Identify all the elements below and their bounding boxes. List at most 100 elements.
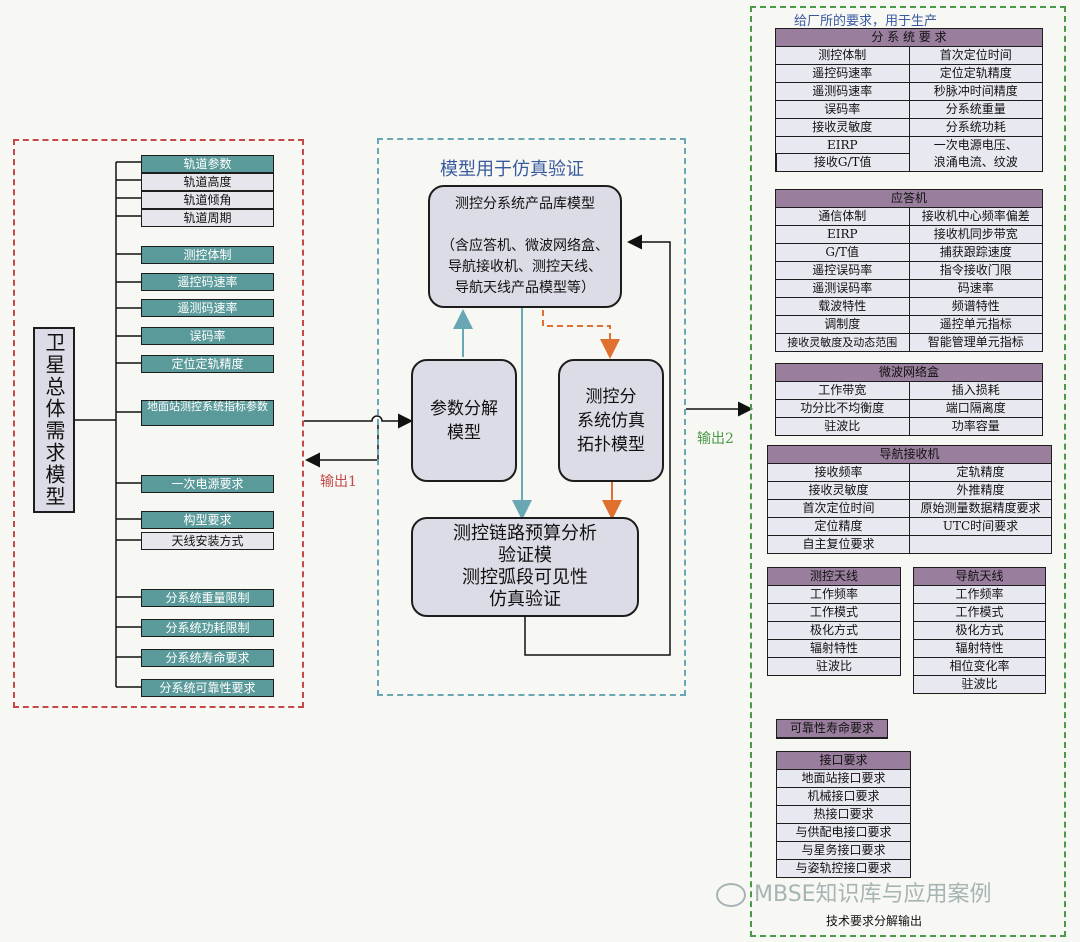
table-cell: 调制度 — [824, 317, 861, 331]
table-row: 遥测码速率秒脉冲时间精度 — [776, 83, 1042, 101]
table-row: 机械接口要求 — [777, 788, 910, 806]
tt-antenna-header: 测控天线 — [768, 568, 900, 586]
table-cell: 首次定位时间 — [802, 501, 875, 515]
table-row: 辐射特性 — [768, 640, 900, 658]
table-cell: 辐射特性 — [809, 641, 858, 655]
table-cell: 频谱特性 — [908, 298, 1043, 315]
requirement-item: 分系统可靠性要求 — [141, 679, 274, 697]
interface-table: 接口要求 地面站接口要求机械接口要求热接口要求与供配电接口要求与星务接口要求与姿… — [776, 751, 911, 878]
table-cell: 极化方式 — [809, 623, 858, 637]
wechat-icon — [716, 883, 746, 907]
table-row: 极化方式 — [768, 622, 900, 640]
table-cell: 驻波比 — [815, 659, 852, 673]
table-cell: 驻波比 — [961, 677, 998, 691]
requirement-item: 轨道倾角 — [141, 191, 274, 209]
table-cell: 接收频率 — [814, 465, 863, 479]
table-cell: 插入损耗 — [908, 382, 1043, 399]
requirement-item: 遥控码速率 — [141, 273, 274, 291]
table-cell: G/T值 — [825, 245, 860, 259]
table-row: 通信体制 接收机中心频率偏差 — [776, 208, 1042, 226]
table-cell: 遥测码速率 — [812, 84, 873, 98]
table-cell: 接收机同步带宽 — [908, 226, 1043, 243]
table-cell: 接收G/T值 — [776, 154, 909, 171]
link-budget-model: 测控链路预算分析 验证模 测控弧段可见性 仿真验证 — [411, 517, 639, 617]
table-cell: 接收灵敏度及动态范围 — [787, 336, 898, 349]
table-cell: 热接口要求 — [813, 807, 874, 821]
output2-label: 输出2 — [697, 431, 734, 447]
requirement-item: 分系统重量限制 — [141, 589, 274, 607]
table-cell: 定位精度 — [814, 519, 863, 533]
table-row: 与姿轨控接口要求 — [777, 860, 910, 877]
production-frame — [750, 6, 1066, 937]
microwave-table: 微波网络盒 工作带宽 插入损耗功分比不均衡度 端口隔离度驻波比功率容量 — [775, 363, 1043, 436]
table-row: 驻波比 — [914, 676, 1045, 693]
table-cell: EIRP — [776, 137, 909, 154]
parameter-decomposition-model: 参数分解 模型 — [411, 359, 517, 482]
table-row: 与供配电接口要求 — [777, 824, 910, 842]
output1-label: 输出1 — [320, 474, 357, 490]
table-cell: 首次定位时间 — [908, 47, 1043, 64]
table-cell: 接收机中心频率偏差 — [908, 208, 1043, 225]
table-cell: 驻波比 — [824, 419, 861, 433]
table-cell: 与姿轨控接口要求 — [795, 861, 892, 875]
table-cell: 外推精度 — [909, 482, 1051, 499]
interface-header: 接口要求 — [777, 752, 910, 770]
requirement-item: 轨道周期 — [141, 209, 274, 227]
table-cell: 误码率 — [824, 102, 861, 116]
watermark-text: MBSE知识库与应用案例 — [754, 882, 992, 907]
table-row: 工作带宽 插入损耗 — [776, 382, 1042, 400]
table-cell: 辐射特性 — [955, 641, 1004, 655]
table-cell: 自主复位要求 — [802, 537, 875, 551]
table-row: 载波特性频谱特性 — [776, 298, 1042, 316]
table-cell: 工作频率 — [809, 587, 858, 601]
nav-antenna-table: 导航天线 工作频率工作模式极化方式辐射特性相位变化率驻波比 — [913, 567, 1046, 694]
table-row: 辐射特性 — [914, 640, 1045, 658]
requirement-item: 测控体制 — [141, 246, 274, 264]
table-cell: 与星务接口要求 — [801, 843, 886, 857]
table-cell: 与供配电接口要求 — [795, 825, 892, 839]
table-row: 地面站接口要求 — [777, 770, 910, 788]
table-cell: 测控体制 — [818, 48, 867, 62]
production-title: 给厂所的要求，用于生产 — [794, 14, 938, 29]
table-row: 调制度 遥控单元指标 — [776, 316, 1042, 334]
table-row: 接收频率 定轨精度 — [768, 464, 1051, 482]
requirement-item: 轨道高度 — [141, 173, 274, 191]
table-row: 工作频率 — [914, 586, 1045, 604]
requirement-item: 定位定轨精度 — [141, 355, 274, 373]
table-cell: 通信体制 — [818, 209, 867, 223]
requirements-frame — [13, 139, 304, 708]
subsystem-table: 分 系 统 要 求 测控体制 首次定位时间遥控码速率定位定轨精度遥测码速率秒脉冲时… — [775, 28, 1043, 172]
table-row: 极化方式 — [914, 622, 1045, 640]
table-row: 与星务接口要求 — [777, 842, 910, 860]
table-row: 自主复位要求 — [768, 536, 1051, 553]
table-cell: 相位变化率 — [949, 659, 1010, 673]
table-row: G/T值捕获跟踪速度 — [776, 244, 1042, 262]
table-row: 驻波比功率容量 — [776, 418, 1042, 435]
table-cell: 智能管理单元指标 — [908, 334, 1043, 351]
table-cell: 工作带宽 — [818, 383, 867, 397]
table-cell: 端口隔离度 — [908, 400, 1043, 417]
requirement-item: 天线安装方式 — [141, 532, 274, 550]
transponder-header: 应答机 — [776, 190, 1042, 208]
table-cell: 一次电源电压、 浪涌电流、纹波 — [933, 138, 1018, 169]
table-row: 工作模式 — [768, 604, 900, 622]
table-cell: 分系统重量 — [908, 101, 1043, 118]
table-cell — [909, 536, 1051, 553]
table-cell: 接收灵敏度 — [808, 483, 869, 497]
table-row: 接收灵敏度 外推精度 — [768, 482, 1051, 500]
subsystem-header: 分 系 统 要 求 — [776, 29, 1042, 47]
table-row: 相位变化率 — [914, 658, 1045, 676]
table-cell: 遥控单元指标 — [908, 316, 1043, 333]
table-row: 遥控误码率指令接收门限 — [776, 262, 1042, 280]
table-row: 遥控码速率定位定轨精度 — [776, 65, 1042, 83]
table-cell: 功分比不均衡度 — [800, 401, 885, 415]
tt-antenna-table: 测控天线 工作频率工作模式极化方式辐射特性驻波比 — [767, 567, 901, 676]
table-cell: 定轨精度 — [909, 464, 1051, 481]
table-row: 接收灵敏度及动态范围智能管理单元指标 — [776, 334, 1042, 351]
table-row: 驻波比 — [768, 658, 900, 675]
table-cell: 地面站接口要求 — [801, 771, 886, 785]
microwave-header: 微波网络盒 — [776, 364, 1042, 382]
table-row: 工作模式 — [914, 604, 1045, 622]
